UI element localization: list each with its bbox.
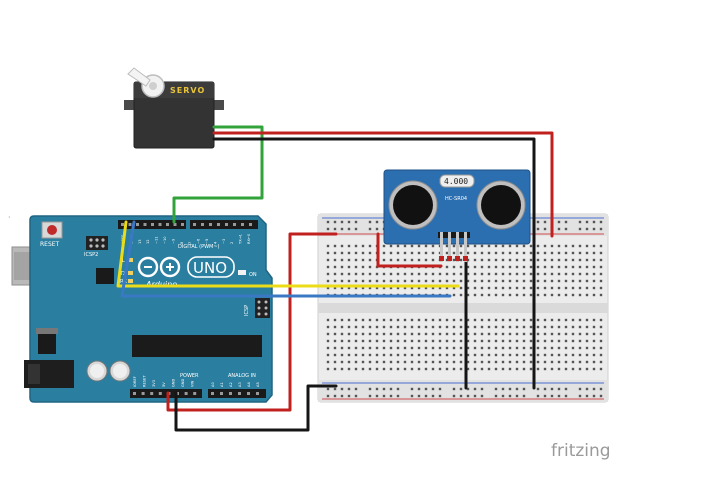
breadboard-holes bbox=[326, 220, 603, 398]
trigger-wire bbox=[116, 220, 460, 288]
uno-label: UNO bbox=[193, 259, 227, 277]
arduino-logo bbox=[137, 256, 181, 278]
pin-label: A1 bbox=[220, 382, 224, 387]
pin-label: VIN bbox=[191, 380, 195, 387]
pin-label: GND bbox=[171, 379, 175, 387]
on-led bbox=[238, 270, 246, 275]
servo-signal-wire bbox=[172, 125, 264, 224]
pin-label: 8 bbox=[180, 241, 184, 244]
sensor-pin-vcc bbox=[440, 232, 443, 262]
pin-label: ~11 bbox=[155, 236, 159, 244]
uno-badge bbox=[187, 256, 235, 278]
wires bbox=[116, 125, 554, 432]
voltage-regulator bbox=[38, 332, 56, 354]
digital-label: DIGITAL (PWM~) bbox=[178, 244, 220, 250]
pin-label: 12 bbox=[146, 239, 150, 244]
pin-label: TX→1 bbox=[239, 234, 243, 245]
pin-label: ~6 bbox=[197, 238, 201, 244]
sensor-receiver bbox=[481, 185, 521, 225]
servo-label: SERVO bbox=[170, 86, 205, 95]
power-label: POWER bbox=[180, 373, 199, 379]
pin-label: A0 bbox=[211, 382, 215, 387]
pin-label: A5 bbox=[256, 382, 260, 387]
ground-rail-wire bbox=[174, 384, 338, 432]
pin-label: 7 bbox=[188, 242, 192, 244]
servo-power-wire bbox=[212, 131, 554, 238]
pin-label: 4 bbox=[213, 241, 217, 244]
analog-label: ANALOG IN bbox=[228, 373, 256, 379]
servo-motor: SERVO bbox=[124, 67, 224, 149]
analog-pin-header: A0 A1 A2 A3 A4 A5 ANALOG IN bbox=[208, 373, 266, 398]
icsp2-header: ICSP2 bbox=[84, 236, 108, 258]
pin-label: ~3 bbox=[222, 239, 226, 244]
pin-label: 3V3 bbox=[152, 380, 156, 387]
pin-label: A2 bbox=[229, 382, 233, 387]
echo-wire bbox=[120, 220, 452, 298]
pin-label: A3 bbox=[238, 382, 242, 387]
atmega-chip bbox=[132, 335, 262, 357]
pin-label: ~10 bbox=[163, 236, 167, 244]
pin-label: RX←0 bbox=[247, 233, 251, 244]
icsp-label: ICSP bbox=[244, 305, 250, 316]
on-label: ON bbox=[249, 272, 257, 278]
sensor-pin-echo bbox=[456, 232, 459, 262]
pin-label: 5V bbox=[162, 382, 166, 387]
sensor-pin-gnd bbox=[464, 232, 467, 262]
svg-text:·: · bbox=[8, 213, 11, 222]
reset-label: RESET bbox=[40, 241, 60, 248]
l-label: L bbox=[122, 258, 125, 264]
servo-ground-wire bbox=[212, 137, 536, 390]
icsp2-label: ICSP2 bbox=[84, 252, 98, 258]
pin-label: GND bbox=[181, 379, 185, 387]
tx-label: TX bbox=[119, 271, 127, 277]
pin-label: ~9 bbox=[171, 238, 175, 244]
ultrasonic-sensor: 4.000 HC-SR04 bbox=[383, 169, 531, 262]
pin-label: 13 bbox=[138, 239, 142, 244]
sensor-crystal-label: 4.000 bbox=[444, 177, 468, 186]
pin-label: ~5 bbox=[205, 239, 209, 244]
sensor-vcc-wire bbox=[376, 232, 443, 268]
pin-label: IOREF bbox=[133, 376, 137, 387]
pin-label: A4 bbox=[247, 382, 251, 387]
sensor-transmitter bbox=[393, 185, 433, 225]
sensor-model-label: HC-SR04 bbox=[445, 196, 467, 202]
pin-label: RESET bbox=[143, 375, 147, 387]
icsp-header: ICSP bbox=[244, 298, 270, 318]
fritzing-watermark: fritzing bbox=[551, 441, 611, 461]
power-5v-wire bbox=[166, 232, 338, 412]
sensor-pin-trig bbox=[448, 232, 451, 262]
pin-label: 2 bbox=[230, 242, 234, 244]
